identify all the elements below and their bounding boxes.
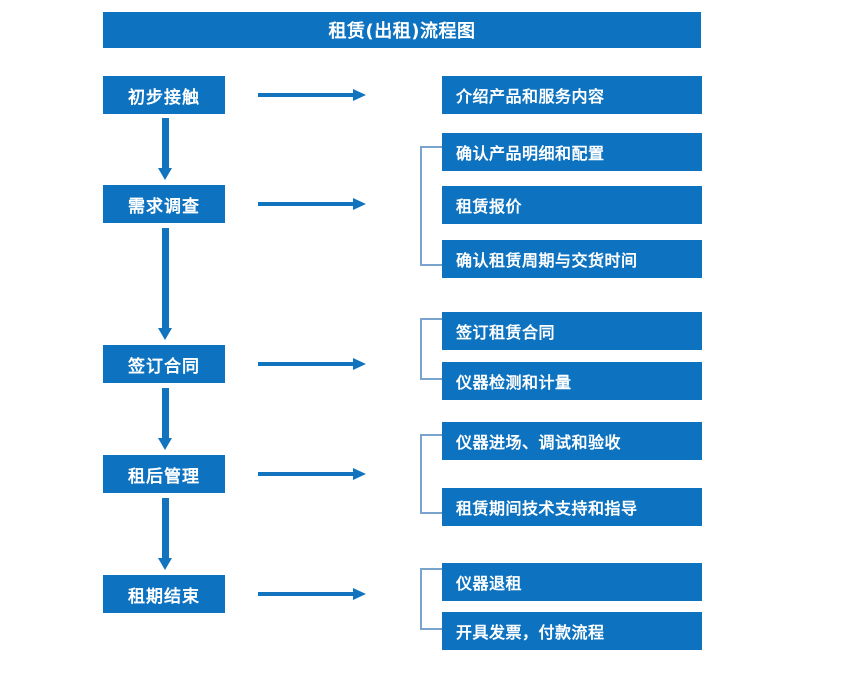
stage-box-2[interactable]: 需求调查 (103, 185, 225, 223)
detail-box-g5-1[interactable]: 仪器退租 (442, 563, 702, 601)
group-bracket-3 (420, 318, 442, 380)
detail-box-g2-1[interactable]: 确认产品明细和配置 (442, 133, 702, 171)
branch-arrow-2 (258, 194, 366, 214)
detail-box-g2-2[interactable]: 租赁报价 (442, 186, 702, 224)
stage-box-4[interactable]: 租后管理 (103, 455, 225, 493)
stage-box-5[interactable]: 租期结束 (103, 575, 225, 613)
stage-box-1[interactable]: 初步接触 (103, 76, 225, 114)
detail-box-g2-3[interactable]: 确认租赁周期与交货时间 (442, 240, 702, 278)
detail-box-g4-2[interactable]: 租赁期间技术支持和指导 (442, 488, 702, 526)
detail-box-g5-2[interactable]: 开具发票，付款流程 (442, 612, 702, 650)
stage-box-3[interactable]: 签订合同 (103, 345, 225, 383)
detail-box-g1-1[interactable]: 介绍产品和服务内容 (442, 76, 702, 114)
detail-box-g3-1[interactable]: 签订租赁合同 (442, 312, 702, 350)
group-bracket-5 (420, 568, 442, 630)
detail-box-g3-2[interactable]: 仪器检测和计量 (442, 362, 702, 400)
branch-arrow-4 (258, 464, 366, 484)
branch-arrow-3 (258, 354, 366, 374)
diagram-title: 租赁(出租)流程图 (103, 12, 701, 48)
branch-arrow-5 (258, 584, 366, 604)
detail-box-g4-1[interactable]: 仪器进场、调试和验收 (442, 422, 702, 460)
group-bracket-4 (420, 434, 442, 514)
branch-arrow-1 (258, 85, 366, 105)
flow-arrow-down-2 (155, 228, 175, 340)
flow-arrow-down-3 (155, 388, 175, 450)
group-bracket-2 (420, 146, 442, 266)
flow-arrow-down-4 (155, 498, 175, 570)
flow-arrow-down-1 (155, 118, 175, 180)
